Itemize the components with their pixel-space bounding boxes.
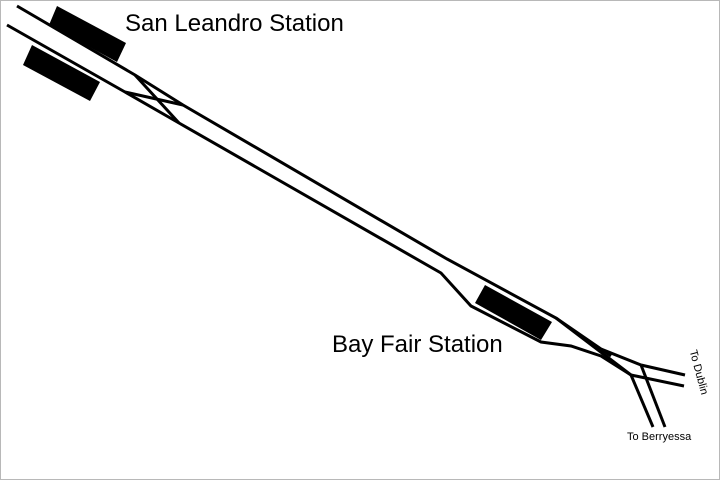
crossover-bay-fair-a: [555, 316, 632, 377]
san-leandro-platform-north: [49, 6, 126, 62]
track-berryessa-west: [629, 374, 655, 428]
track-berryessa-east: [639, 364, 667, 428]
to-berryessa-label: To Berryessa: [627, 431, 692, 443]
bay-fair-platform: [475, 285, 552, 340]
track-main-north: [16, 4, 642, 367]
bay-fair-station-label: Bay Fair Station: [332, 331, 503, 358]
crossover-bay-fair-b: [600, 347, 612, 358]
track-dublin-north: [640, 363, 686, 377]
san-leandro-station-label: San Leandro Station: [125, 10, 344, 37]
san-leandro-platform-south: [23, 45, 100, 101]
track-dublin-south: [630, 373, 685, 388]
crossover-san-leandro-b: [124, 90, 184, 107]
track-main-south: [6, 23, 632, 377]
